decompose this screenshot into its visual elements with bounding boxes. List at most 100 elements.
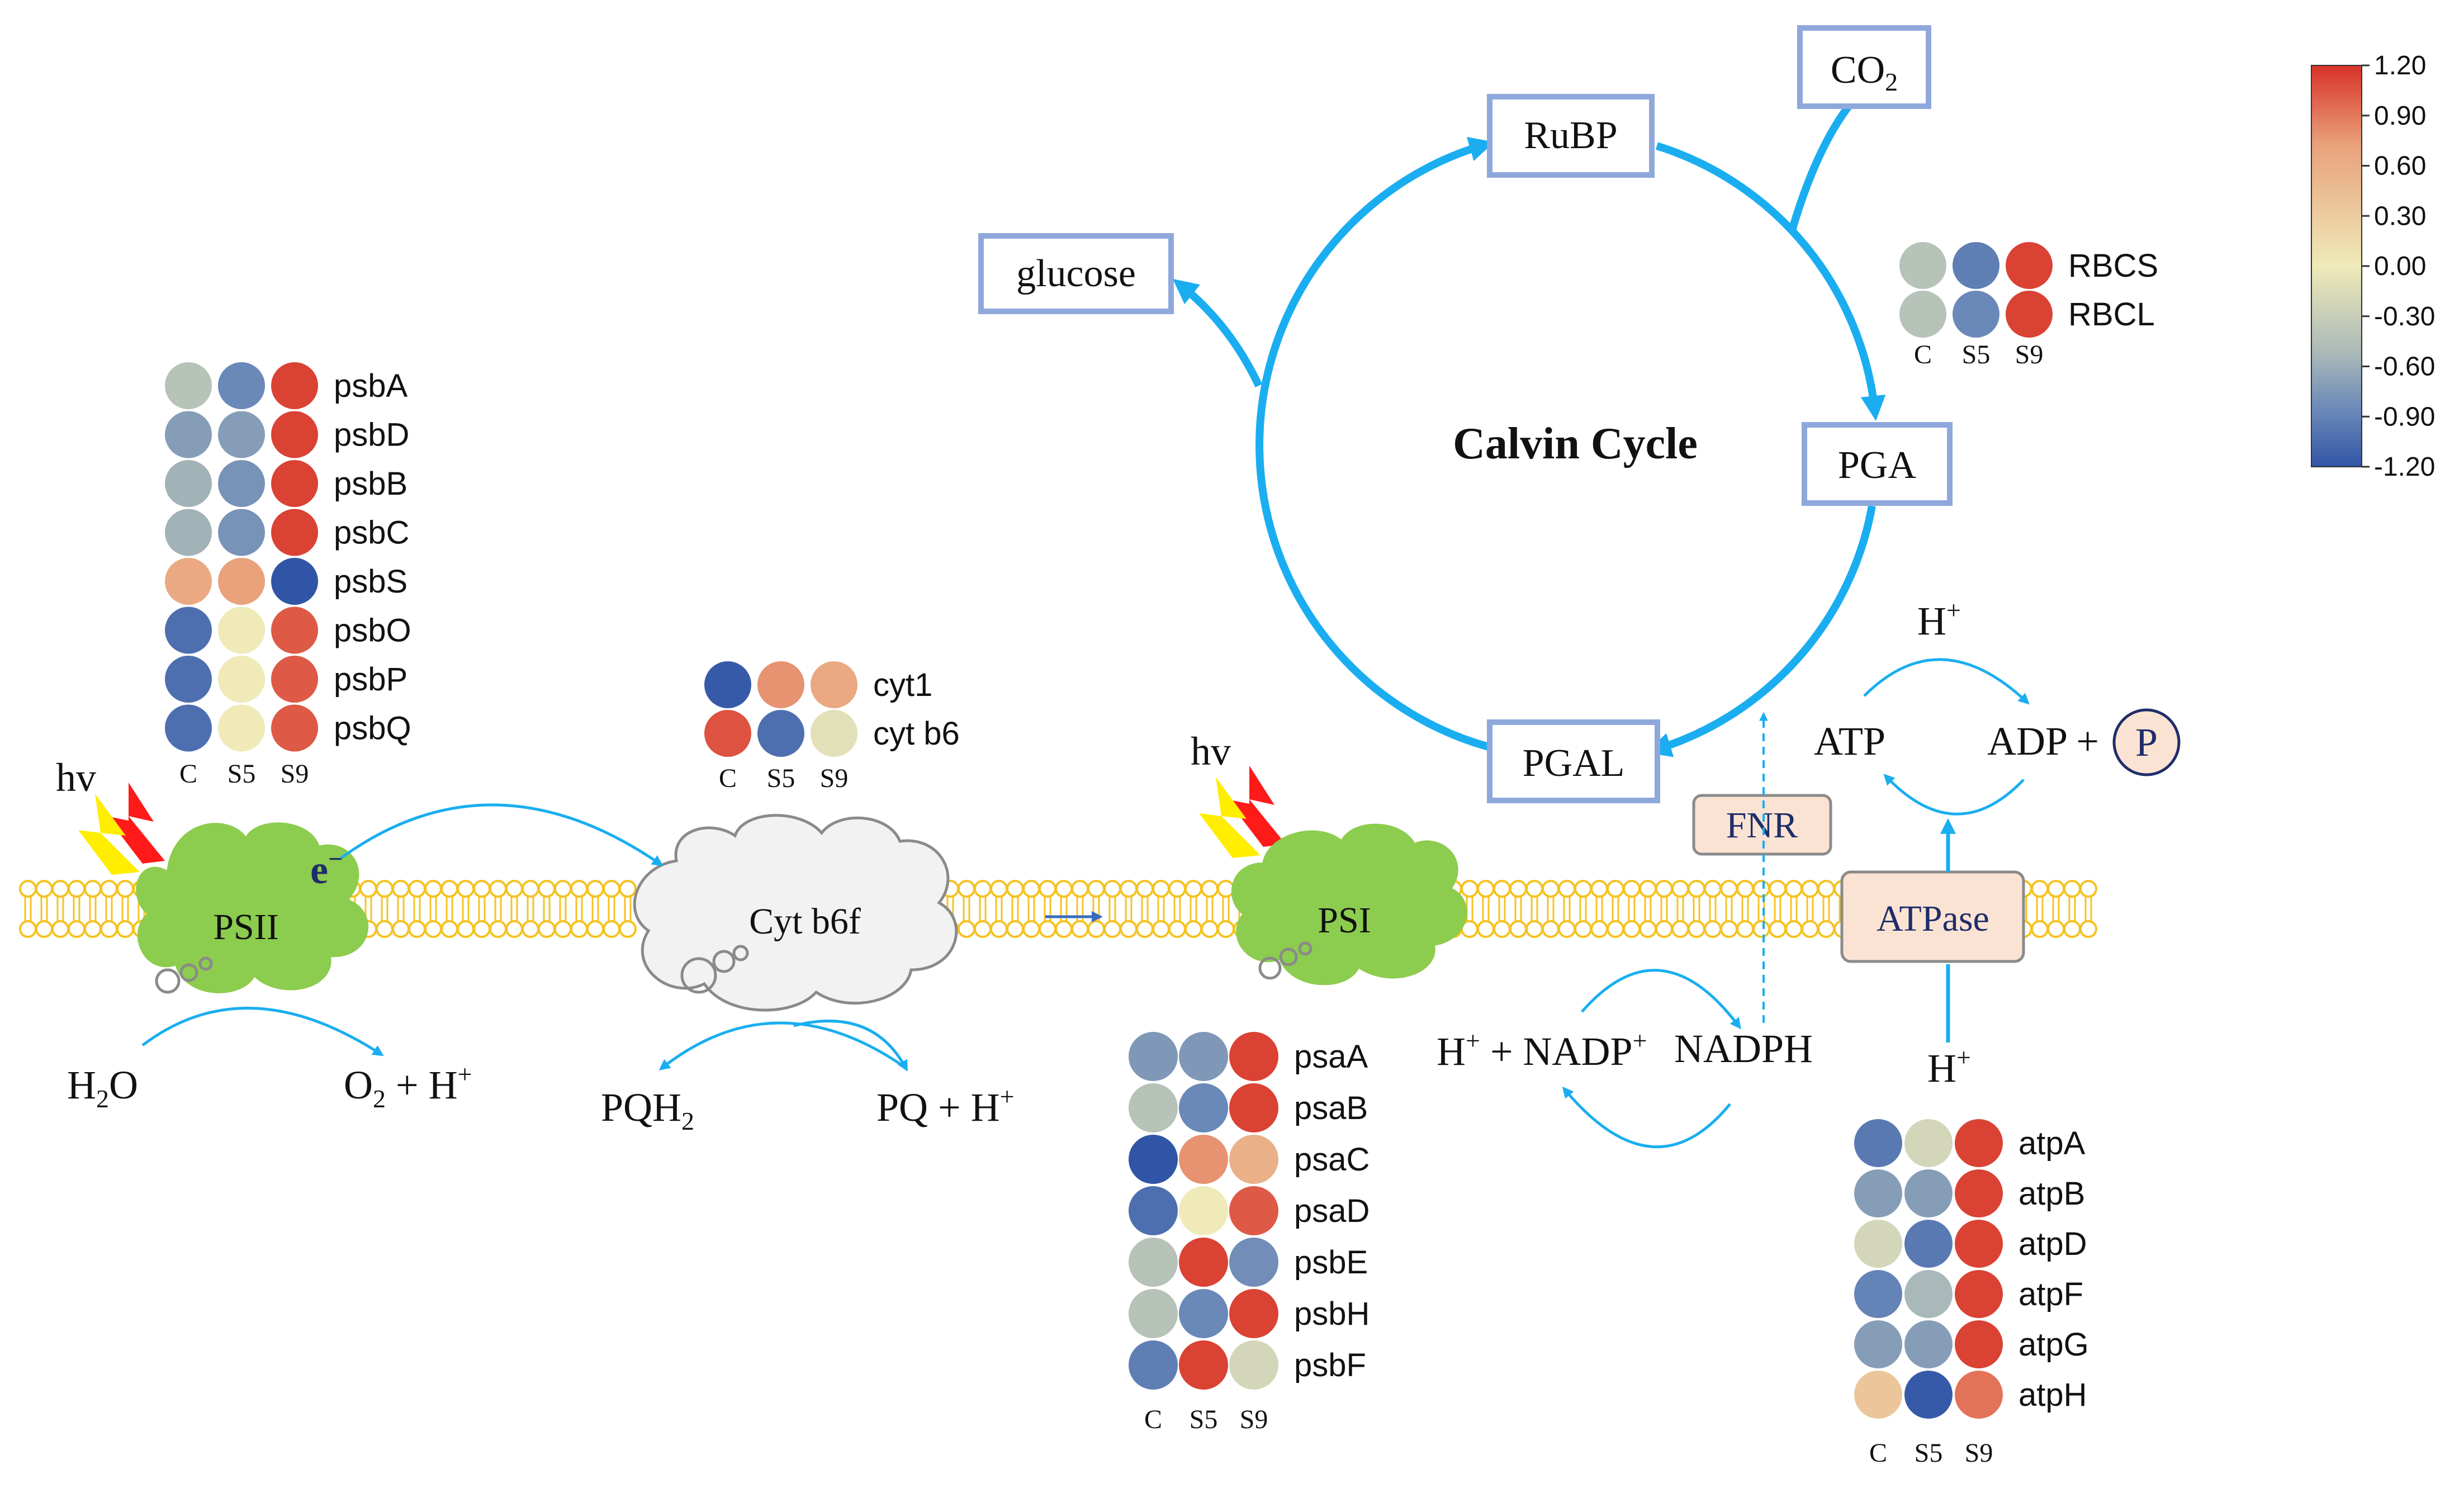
column-label: S9: [1240, 1405, 1268, 1434]
lipid-head: [1055, 920, 1073, 938]
heat-cell: [1899, 242, 1946, 289]
psii-shape: [136, 822, 368, 993]
lipid-head: [489, 920, 507, 938]
column-label: S5: [228, 759, 256, 789]
lipid-head: [570, 880, 588, 898]
heat-cell: [1179, 1289, 1228, 1338]
lipid-head: [586, 880, 604, 898]
column-label: S9: [2015, 340, 2044, 369]
lipid-head: [359, 880, 377, 898]
gene-label: RBCS: [2068, 248, 2158, 284]
h-top-main: H: [1917, 599, 1946, 643]
gene-label: psbC: [334, 515, 409, 551]
psi-shape: [1231, 823, 1467, 985]
heat-cell: [1129, 1186, 1178, 1235]
heat-cell: [1904, 1119, 1953, 1167]
adp-label: ADP +: [1987, 719, 2099, 764]
lipid-head: [1039, 880, 1056, 898]
lipid-head: [1022, 920, 1040, 938]
heat-cell: [704, 661, 751, 708]
heat-cell: [704, 710, 751, 757]
lipid-head: [1087, 920, 1105, 938]
colorbar-tick-label: 0.60: [2374, 151, 2426, 181]
heat-cell: [1229, 1186, 1278, 1235]
lipid-head: [2047, 920, 2065, 938]
heat-cell: [2006, 242, 2053, 289]
lipid-head: [1817, 880, 1835, 898]
lipid-head: [100, 880, 118, 898]
lipid-head: [1752, 880, 1770, 898]
heat-cell: [1955, 1270, 2003, 1318]
lipid-head: [1152, 920, 1170, 938]
lipid-head: [958, 880, 975, 898]
heat-cell: [1229, 1083, 1278, 1132]
lipid-head: [440, 880, 458, 898]
heat-cell: [271, 656, 318, 703]
electron-label: e−: [310, 845, 343, 892]
lipid-head: [51, 920, 69, 938]
lipid-head: [1607, 920, 1624, 938]
heat-cell: [165, 656, 212, 703]
colorbar-tick-label: 0.90: [2374, 101, 2426, 131]
atp-label: ATP: [1814, 719, 1885, 764]
lipid-head: [1558, 920, 1576, 938]
lipid-head: [1477, 920, 1495, 938]
pga-box: PGA: [1802, 422, 1953, 506]
pq-label: PQ + H+: [876, 1082, 1015, 1130]
heat-cell: [1129, 1135, 1178, 1184]
arrow-co2-input: [1788, 98, 1856, 233]
gene-label: psbE: [1294, 1244, 1368, 1281]
heat-cell: [218, 606, 265, 654]
heat-cell: [218, 411, 265, 458]
pqh2-sub: 2: [681, 1107, 694, 1135]
lipid-head: [408, 880, 426, 898]
h-bottom-sup: +: [1956, 1043, 1971, 1072]
h-bottom-label: H+: [1927, 1043, 1971, 1091]
psii-complex: PSII e−: [136, 822, 368, 994]
gene-label: psbP: [334, 661, 407, 698]
heat-cell: [271, 704, 318, 752]
lipid-head: [1801, 920, 1819, 938]
lipid-head: [554, 880, 572, 898]
gene-label: psbO: [334, 613, 411, 649]
heat-cell: [1955, 1119, 2003, 1167]
heat-cell: [1904, 1371, 1953, 1419]
lipid-head: [1688, 880, 1705, 898]
gene-label: RBCL: [2068, 296, 2155, 333]
cyt-bubble: [680, 957, 717, 994]
lipid-head: [2047, 880, 2065, 898]
lipid-head: [2063, 920, 2081, 938]
colorbar-tick-label: 0.00: [2374, 252, 2426, 281]
lipid-head: [1006, 920, 1024, 938]
heat-cell: [165, 460, 212, 507]
lipid-head: [1736, 920, 1754, 938]
lipid-head: [570, 920, 588, 938]
heat-cell: [1179, 1340, 1228, 1390]
lipid-head: [2031, 920, 2049, 938]
lipid-head: [1688, 920, 1705, 938]
heat-cell: [165, 362, 212, 409]
colorbar-tick-label: -0.60: [2374, 352, 2435, 382]
lipid-head: [538, 880, 556, 898]
heat-cell: [1955, 1371, 2003, 1419]
heat-cell: [1179, 1032, 1228, 1081]
lipid-head: [1184, 920, 1202, 938]
lipid-head: [84, 920, 102, 938]
psii-bubble: [198, 956, 213, 971]
lipid-head: [1817, 920, 1835, 938]
h-top-sup: +: [1946, 596, 1961, 624]
lipid-head: [1201, 880, 1219, 898]
lipid-head: [603, 920, 620, 938]
gene-label: atpF: [2018, 1276, 2083, 1312]
lipid-head: [473, 880, 491, 898]
arrow-water-splitting: [141, 1007, 384, 1056]
heat-cell: [165, 558, 212, 605]
heat-cell: [811, 710, 857, 757]
lipid-head: [1769, 920, 1787, 938]
lipid-head: [505, 920, 523, 938]
lipid-head: [35, 920, 53, 938]
lipid-head: [1671, 920, 1689, 938]
